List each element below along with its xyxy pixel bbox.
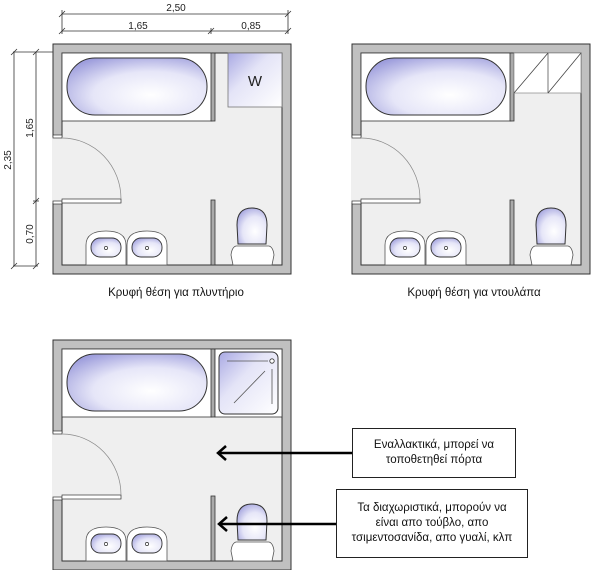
dim-total-height: 2,35 <box>3 150 14 170</box>
plan-shower-niche <box>52 339 292 570</box>
dim-total-width: 2,50 <box>166 3 186 14</box>
dim-bath-width: 1,65 <box>128 21 148 32</box>
bathtub <box>66 353 208 412</box>
sink-drain-icon <box>145 246 149 250</box>
dim-upper-height: 1,65 <box>25 118 36 138</box>
door-jamb <box>52 496 63 501</box>
door-jamb <box>52 430 63 435</box>
plan-cupboard-niche <box>351 43 591 275</box>
door-swing-arc <box>61 433 122 496</box>
door-jamb <box>351 134 362 139</box>
sink-drain-icon <box>104 246 108 250</box>
door-swing-arc <box>360 137 421 200</box>
partition-wall <box>509 52 515 122</box>
dim-niche-width: 0,85 <box>241 21 261 32</box>
washing-machine-icon <box>227 52 283 108</box>
dim-lower-height: 0,70 <box>25 224 36 244</box>
door-leaf <box>61 494 122 500</box>
toilet-tank <box>230 541 275 562</box>
partition-wall <box>210 199 216 266</box>
sink-drain-icon <box>444 246 448 250</box>
note-partitions: Τα διαχωριστικά, μπορούν να είναι απο το… <box>336 489 528 558</box>
partition-wall <box>210 348 216 418</box>
door-jamb <box>351 200 362 205</box>
note-door-line1: Εναλλακτικά, μπορεί να <box>373 439 495 451</box>
door-jamb <box>52 134 63 139</box>
cupboard-door-diagonal <box>547 52 582 94</box>
caption-washer: Κρυφή θέση για πλυντήριο <box>108 287 244 299</box>
door-jamb <box>52 200 63 205</box>
shower-tray-icon <box>218 351 279 415</box>
plan-washer-niche: W <box>52 43 292 275</box>
door-leaf <box>360 198 421 204</box>
toilet-bowl-icon <box>236 207 268 245</box>
dimension-lines <box>10 10 292 270</box>
sink-drain-icon <box>403 246 407 250</box>
door-opening <box>52 433 63 499</box>
sink-drain-icon <box>104 542 108 546</box>
note-partitions-line2: είναι απο τούβλο, απο <box>375 517 489 529</box>
door-opening <box>351 137 362 203</box>
shower-drain-icon <box>269 358 275 364</box>
shower-diagonal <box>233 370 266 404</box>
toilet-bowl-icon <box>236 503 268 541</box>
door-leaf <box>61 198 122 204</box>
bathtub <box>365 57 507 116</box>
toilet-tank <box>230 245 275 266</box>
note-partitions-line1: Τα διαχωριστικά, μπορούν να <box>357 502 507 514</box>
caption-cupboard: Κρυφή θέση για ντουλάπα <box>407 287 541 299</box>
door-swing-arc <box>61 137 122 200</box>
note-door-line2: τοποθετηθεί πόρτα <box>385 454 483 466</box>
toilet-bowl-icon <box>535 207 567 245</box>
toilet-tank <box>529 245 574 266</box>
door-opening <box>52 137 63 203</box>
note-partitions-line3: τσιμεντοσανίδα, απο γυαλί, κλπ <box>351 532 513 544</box>
sink-drain-icon <box>145 542 149 546</box>
bathtub <box>66 57 208 116</box>
partition-wall <box>210 495 216 562</box>
partition-wall <box>509 199 515 266</box>
cupboard-door-diagonal <box>513 52 549 94</box>
partition-wall <box>210 52 216 122</box>
arrow-door-note <box>216 445 352 461</box>
cupboard-icon <box>513 52 582 94</box>
arrow-partition-note <box>217 516 336 532</box>
washing-machine-label: W <box>248 73 263 90</box>
note-door: Εναλλακτικά, μπορεί να τοποθετηθεί πόρτα <box>352 428 516 478</box>
